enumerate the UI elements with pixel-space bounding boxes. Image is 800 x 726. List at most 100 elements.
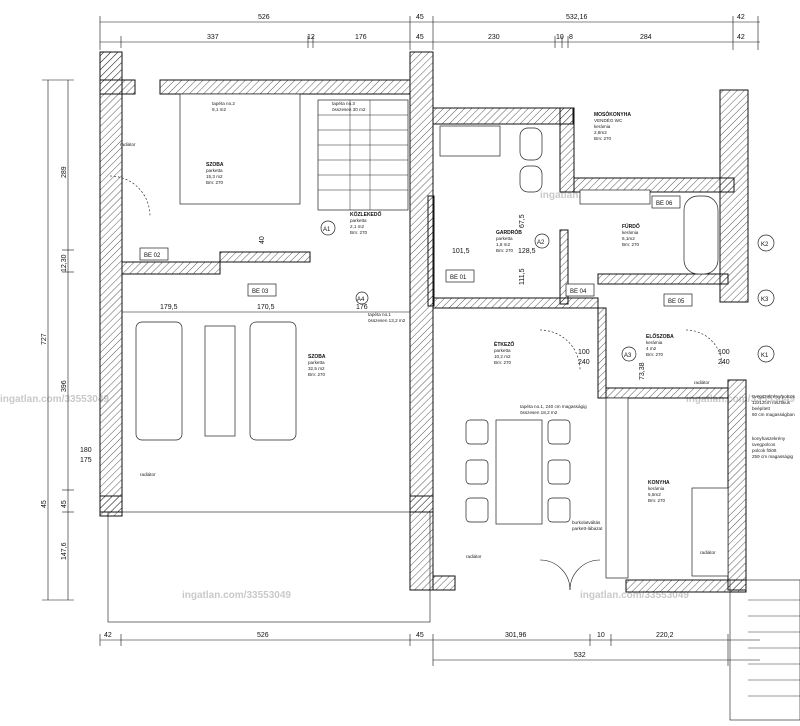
tag-label: BE 02 [144,253,161,259]
room-info: 15,3 m2 [206,174,223,179]
room-info: kerámia [622,230,639,235]
dim-label: 240 [718,359,730,366]
room-info: Bm: 270 [648,498,666,503]
room-info: 10,2 m2 [494,354,511,359]
note-text: üvegszekrény/polcos [752,394,796,399]
tag-label: BE 04 [570,289,587,295]
dim-label: 100 [578,349,590,356]
dim-label: 45 [41,500,48,508]
dim-label: 42 [737,34,745,41]
dim-label: 175 [80,457,92,464]
room-info: Bm: 270 [308,372,326,377]
dim-label: 337 [207,34,219,41]
tag-label: A1 [323,227,331,233]
dim-label: 45 [416,632,424,639]
note-text: beépített [752,406,771,411]
dim-label: 8 [569,34,573,41]
room-info: 4 m2 [646,346,657,351]
dim-label: 532,16 [566,14,588,21]
note-text: burkolatváltás [572,520,601,525]
note-text: összesen 18,2 m2 [520,410,558,415]
note-text: összesen 13,2 m2 [368,318,406,323]
note-text: radiátor [120,142,136,147]
dim-label: 526 [258,14,270,21]
dim-label: 12,30 [61,254,68,272]
note-text: tapéta no.2 [212,101,235,106]
watermark-text: ingatlan.com/33553049 [182,590,291,601]
room-info: Bm: 270 [594,136,612,141]
dim-label: 526 [257,632,269,639]
note-text: radiátor [466,554,482,559]
furniture [135,93,729,579]
room-name: FÜRDŐ [622,223,640,230]
room-info: 6,1m2 [622,236,635,241]
dim-label: 10 [556,34,564,41]
room-info: parketta [206,168,223,173]
room-info: kerámia [646,340,663,345]
note-text: radiátor [700,550,716,555]
room-name: SZOBA [308,354,326,360]
room-info: Bm: 270 [206,180,224,185]
room-info: 5,5m2 [648,492,661,497]
dim-label: 12 [307,34,315,41]
dim-label: 147,6 [61,542,68,560]
door-swings [109,175,723,591]
room-info: Bm: 270 [496,248,514,253]
dim-label: 179,5 [160,304,178,311]
dim-label: 10 [597,632,605,639]
note-text: tapéta no.1, 240 cm magasságig [520,404,587,409]
dim-label: 73,38 [639,362,646,380]
kitchen-counter [605,397,629,579]
dim-label: 101,5 [452,248,470,255]
dim-label: 176 [356,304,368,311]
note-text: 12x12cm rusztikus [752,400,791,405]
room-info: kerámia [648,486,665,491]
wallpaper-notes: tapéta no.2 9,1 m2 tapéta no.3 összesen … [212,101,587,415]
dim-label: 45 [61,500,68,508]
room-name: ÉTKEZŐ [494,340,514,348]
tag-label: K2 [761,242,769,248]
sofa-left [135,321,183,441]
dim-label: 45 [416,14,424,21]
room-name: KONYHA [648,480,670,486]
tag-label: BE 01 [450,275,467,281]
room-info: 2,1 m2 [350,224,364,229]
note-text: parkett-lábazat [572,526,603,531]
tag-label: A4 [357,297,365,303]
room-info: VENDÉG WC [594,117,623,123]
dim-label: 230 [488,34,500,41]
dim-label: 170,5 [257,304,275,311]
tag-label: K3 [761,297,769,303]
dim-label: 128,5 [518,248,536,255]
tag-label: BE 03 [252,289,269,295]
staircase [317,99,409,211]
room-info: parketta [308,360,325,365]
dim-label: 727 [41,333,48,345]
note-text: 60 cm magasságban [752,412,795,417]
room-info: parketta [494,348,511,353]
room-name: KÖZLEKEDŐ [350,211,382,218]
dim-label: 42 [104,632,112,639]
room-info: 1,8 m2 [496,242,510,247]
dim-label: 100 [718,349,730,356]
note-text: üvegpolcos [752,442,776,447]
room-info: parketta [496,236,513,241]
note-text: radiátor [140,472,156,477]
room-info: 2,8m2 [594,130,607,135]
bathtub [683,195,719,275]
dim-label: 40 [259,236,266,244]
note-text: tapéta no.3 [332,101,355,106]
watermark-text: ingatlan.com/33553049 [580,590,689,601]
side-notes: üvegszekrény/polcos 12x12cm rusztikus be… [120,142,796,559]
tag-label: BE 05 [668,299,685,305]
sofa-right [249,321,297,441]
watermark-text: ingatlan.com/33553049 [0,394,109,405]
bed [179,93,301,205]
dim-label: 111,5 [519,268,526,285]
walls [99,51,749,593]
room-info: 32,5 m2 [308,366,325,371]
room-name: GARDRÓB [496,228,522,236]
bottom-dimensions: 42 526 45 301,96 10 220,2 532 [99,632,760,666]
left-dimensions: 727 289 12,30 396 45 147,6 180 175 45 [41,79,92,601]
